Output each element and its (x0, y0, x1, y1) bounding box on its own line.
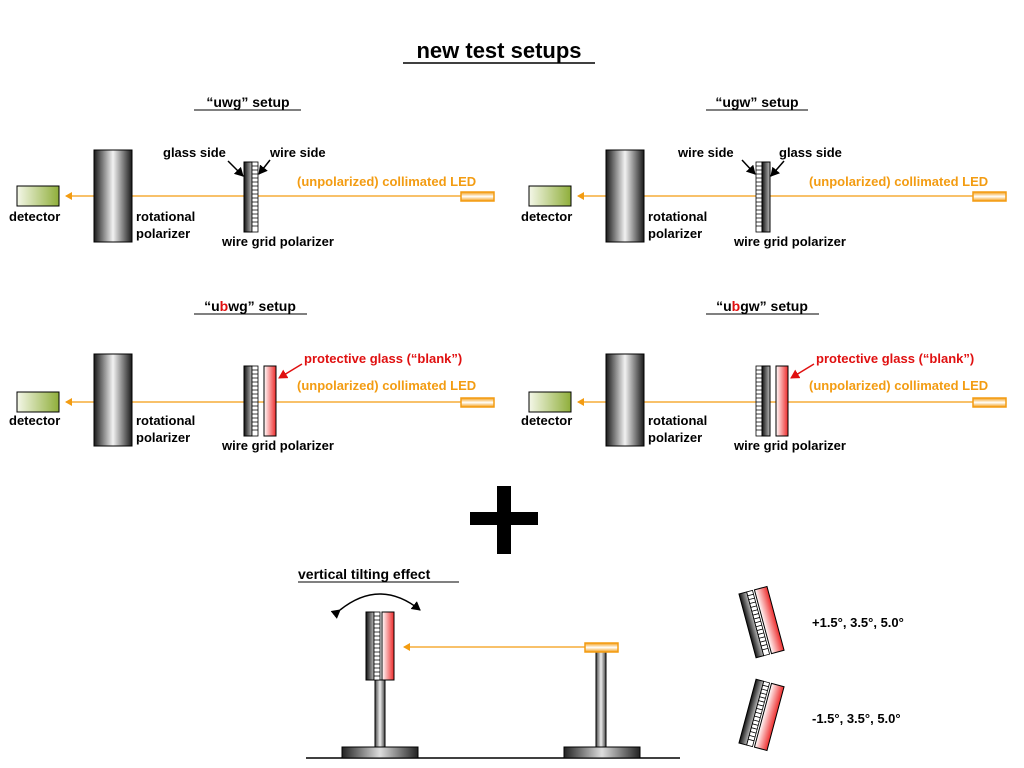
tilting-diagram: vertical tilting effect +1.5°, 3. (298, 566, 904, 759)
rotational-polarizer (93, 149, 133, 243)
plus-symbol (470, 486, 538, 554)
mount-post-right (595, 650, 607, 748)
led-label: (unpolarized) collimated LED (297, 378, 476, 393)
wire-grid-label: wire grid polarizer (733, 438, 846, 453)
detector (16, 391, 60, 413)
detector-label: detector (521, 209, 572, 224)
side-a-label: wire side (677, 145, 734, 160)
polarizer-label-1: rotational (136, 209, 195, 224)
tilt-negative-example (738, 678, 785, 752)
led-source (972, 397, 1007, 408)
detector-label: detector (9, 209, 60, 224)
protective-glass-label: protective glass (“blank”) (304, 351, 462, 366)
wire-grid-polarizer (243, 161, 259, 233)
wire-grid-polarizer (755, 161, 771, 233)
led-source (460, 191, 495, 202)
mount-base-left (341, 746, 419, 759)
setup-title: “ugw” setup (715, 94, 798, 110)
polarizer-label-2: polarizer (136, 226, 190, 241)
polarizer-label-2: polarizer (648, 226, 702, 241)
led-label: (unpolarized) collimated LED (809, 174, 988, 189)
detector (528, 185, 572, 207)
wire-grid-polarizer (243, 365, 259, 437)
page-title: new test setups (416, 38, 581, 63)
protective-glass (263, 365, 277, 437)
led-source (460, 397, 495, 408)
protective-glass-label: protective glass (“blank”) (816, 351, 974, 366)
polarizer-label-1: rotational (648, 209, 707, 224)
rotational-polarizer (93, 353, 133, 447)
protective-glass (775, 365, 789, 437)
led-source (584, 642, 619, 653)
setup-title: “uwg” setup (206, 94, 289, 110)
mount-base-right (563, 746, 641, 759)
detector (16, 185, 60, 207)
polarizer-label-2: polarizer (136, 430, 190, 445)
led-label: (unpolarized) collimated LED (297, 174, 476, 189)
detector-label: detector (521, 413, 572, 428)
rotational-polarizer (605, 353, 645, 447)
tilting-title: vertical tilting effect (298, 566, 431, 582)
wire-grid-polarizer (755, 365, 771, 437)
rotational-polarizer (605, 149, 645, 243)
setup-title: “ubwg” setup (204, 298, 296, 314)
angles-positive-label: +1.5°, 3.5°, 5.0° (812, 615, 904, 630)
setup-ugw: “ugw” setup wire side glass side (unpola… (521, 94, 1007, 249)
mount-post-left (374, 679, 386, 748)
side-b-label: wire side (269, 145, 326, 160)
detector-label: detector (9, 413, 60, 428)
angles-negative-label: -1.5°, 3.5°, 5.0° (812, 711, 901, 726)
polarizer-label-1: rotational (648, 413, 707, 428)
setup-title: “ubgw” setup (716, 298, 808, 314)
led-source (972, 191, 1007, 202)
polarizer-label-2: polarizer (648, 430, 702, 445)
wire-grid-with-glass (365, 611, 395, 681)
wire-grid-label: wire grid polarizer (221, 438, 334, 453)
wire-grid-label: wire grid polarizer (733, 234, 846, 249)
led-label: (unpolarized) collimated LED (809, 378, 988, 393)
wire-grid-label: wire grid polarizer (221, 234, 334, 249)
setup-ubgw: “ubgw” setup protective glass (“blank”) … (521, 298, 1007, 453)
setup-uwg: “uwg” setup glass side wire side (unpola… (9, 94, 495, 249)
tilt-positive-example (738, 585, 785, 659)
polarizer-label-1: rotational (136, 413, 195, 428)
tilt-arrow-icon (330, 593, 421, 619)
detector (528, 391, 572, 413)
setup-ubwg: “ubwg” setup protective glass (“blank”) … (9, 298, 495, 453)
side-a-label: glass side (163, 145, 226, 160)
side-b-label: glass side (779, 145, 842, 160)
